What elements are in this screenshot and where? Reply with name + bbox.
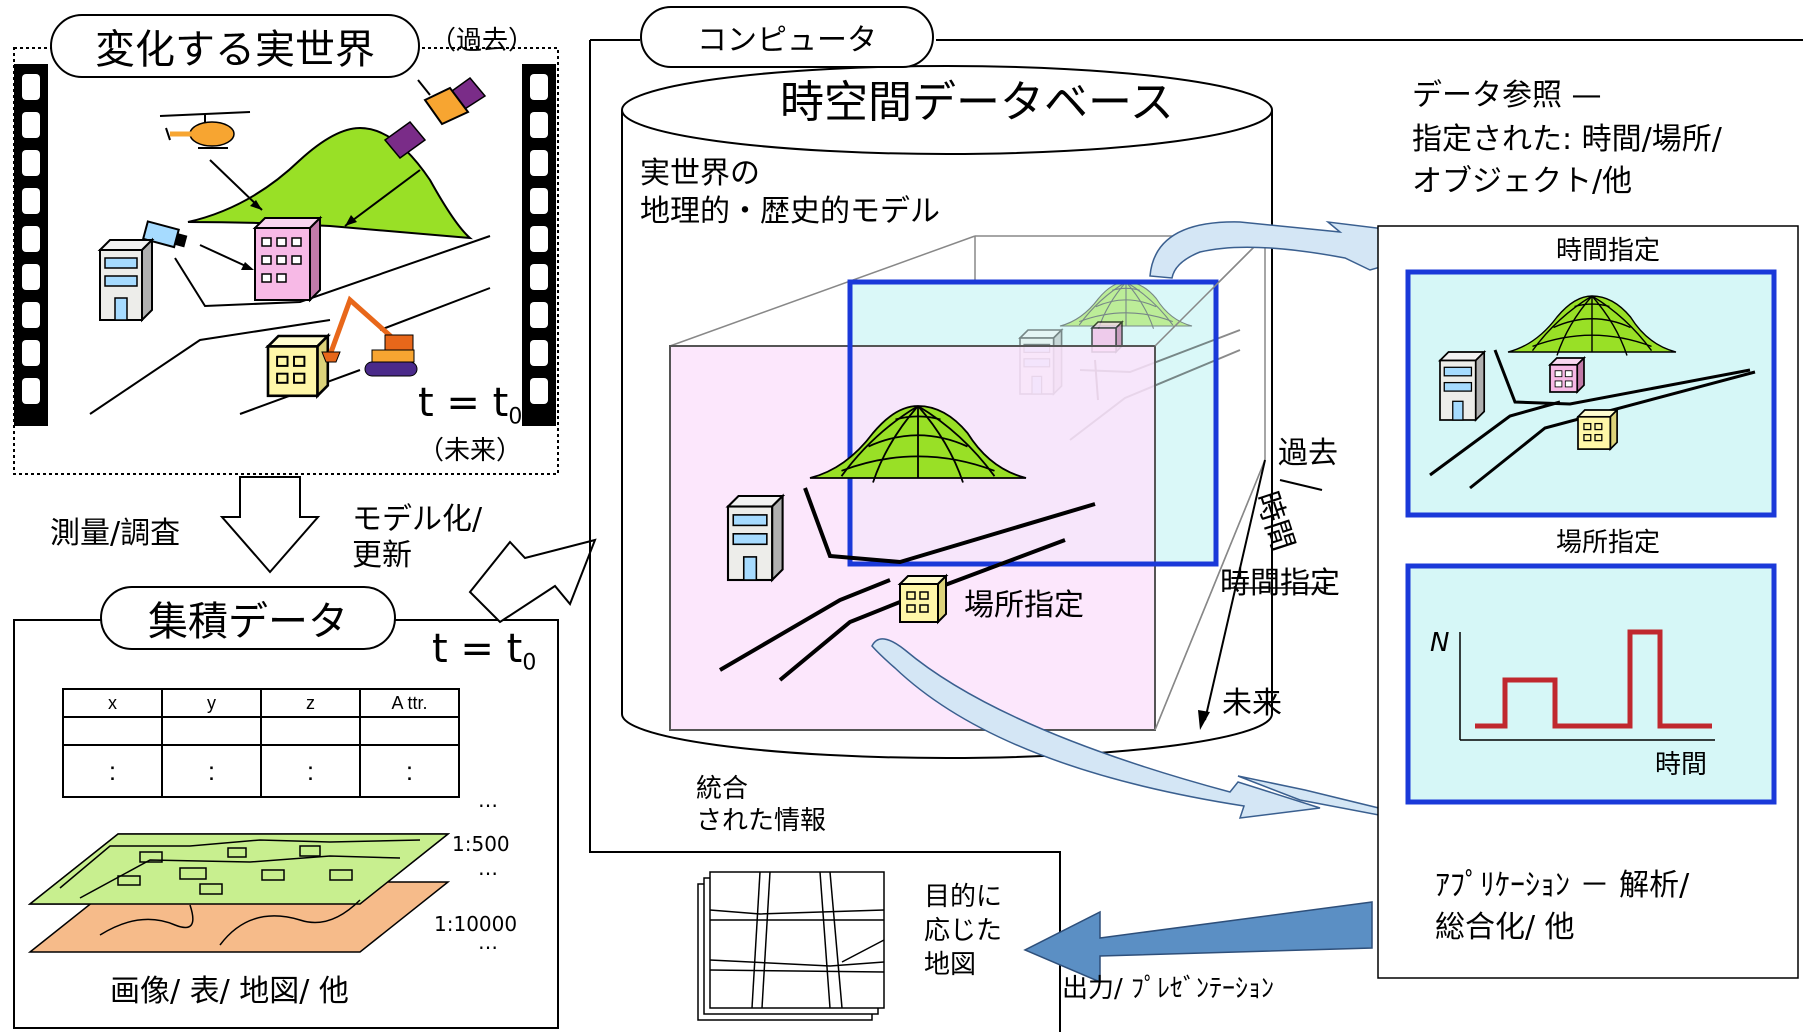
graph-x-label: 時間 <box>1655 750 1708 780</box>
output-label: 出力/ ﾌﾟﾚｾﾞﾝﾃｰｼｮﾝ <box>1062 974 1275 1004</box>
model-update-arrow <box>468 538 597 624</box>
real-world-time-label: t = t0 <box>418 380 523 430</box>
place-query-arrow <box>871 638 1321 819</box>
satellite-icon <box>383 76 487 160</box>
model-label-2: 地理的・歴史的モデル <box>640 194 940 229</box>
data-ref-line-1: データ参照 — <box>1412 78 1602 113</box>
model-update-label-2: 更新 <box>352 538 412 573</box>
building-grey-icon <box>99 239 153 321</box>
table-cell <box>62 716 163 746</box>
table-cell <box>359 716 460 746</box>
place-panel-title: 場所指定 <box>1556 528 1661 558</box>
data-ref-line-3: オブジェクト/他 <box>1412 164 1633 199</box>
database-title: 時空間データベース <box>780 77 1174 128</box>
table-row <box>62 716 460 746</box>
building-yellow-icon <box>266 334 330 398</box>
map-scale-10000: 1:10000 <box>434 912 518 936</box>
table-header: x <box>62 688 163 718</box>
table-cell: : <box>161 744 262 798</box>
graph-y-label: N <box>1430 628 1450 658</box>
output-map-label-3: 地図 <box>924 950 977 980</box>
table-cell <box>161 716 262 746</box>
application-line-2: 総合化/ 他 <box>1435 910 1575 945</box>
table-cell <box>260 716 361 746</box>
table-header-row: x y z A ttr. <box>62 688 460 718</box>
output-map-label-2: 応じた <box>924 916 1003 946</box>
table-cell: : <box>62 744 163 798</box>
model-label-1: 実世界の <box>640 156 760 191</box>
table-header: A ttr. <box>359 688 460 718</box>
accumulated-data-caption: 画像/ 表/ 地図/ 他 <box>110 974 349 1009</box>
table-cell: : <box>359 744 460 798</box>
real-world-title: 変化する実世界 <box>50 14 420 78</box>
survey-label: 測量/調査 <box>50 516 181 551</box>
axis-past-label: 過去 <box>1278 436 1338 471</box>
real-world-future-label: （未来） <box>418 436 523 466</box>
accumulated-data-panel <box>13 619 559 1029</box>
data-table: x y z A ttr. : : : : <box>62 688 460 798</box>
table-ellipsis: … <box>478 788 498 812</box>
data-ref-line-2: 指定された: 時間/場所/ <box>1412 122 1722 157</box>
output-map-label-1: 目的に <box>924 882 1003 912</box>
output-arrow <box>1023 901 1373 984</box>
helicopter-icon <box>159 111 251 149</box>
time-panel-title: 時間指定 <box>1556 236 1661 266</box>
computer-title: コンピュータ <box>640 6 934 68</box>
survey-down-arrow <box>219 476 321 574</box>
axis-future-label: 未来 <box>1222 686 1282 721</box>
accumulated-data-title: 集積データ <box>100 586 396 650</box>
integrated-info-label-2: された情報 <box>696 806 827 836</box>
table-header: z <box>260 688 361 718</box>
place-query-graph <box>1475 629 1712 729</box>
table-row: : : : : <box>62 744 460 798</box>
real-world-past-label: （過去） <box>430 26 535 56</box>
db-place-spec-label: 場所指定 <box>964 588 1084 623</box>
building-pink-icon <box>252 215 323 303</box>
map-scale-ellipsis: … <box>478 930 498 954</box>
map-scale-500: 1:500 <box>452 832 510 856</box>
accumulated-data-time-label: t = t0 <box>432 626 537 676</box>
place-query-panel <box>1405 563 1777 805</box>
table-cell: : <box>260 744 361 798</box>
output-map-icon <box>697 871 885 1021</box>
table-header: y <box>161 688 262 718</box>
application-line-1: ｱﾌﾟﾘｹｰｼｮﾝ － 解析/ <box>1435 868 1690 903</box>
map-scale-ellipsis: … <box>478 856 498 880</box>
excavator-icon <box>321 295 418 377</box>
db-time-spec-label: 時間指定 <box>1220 566 1340 601</box>
model-update-label-1: モデル化/ <box>352 502 483 537</box>
integrated-info-label-1: 統合 <box>696 774 749 804</box>
